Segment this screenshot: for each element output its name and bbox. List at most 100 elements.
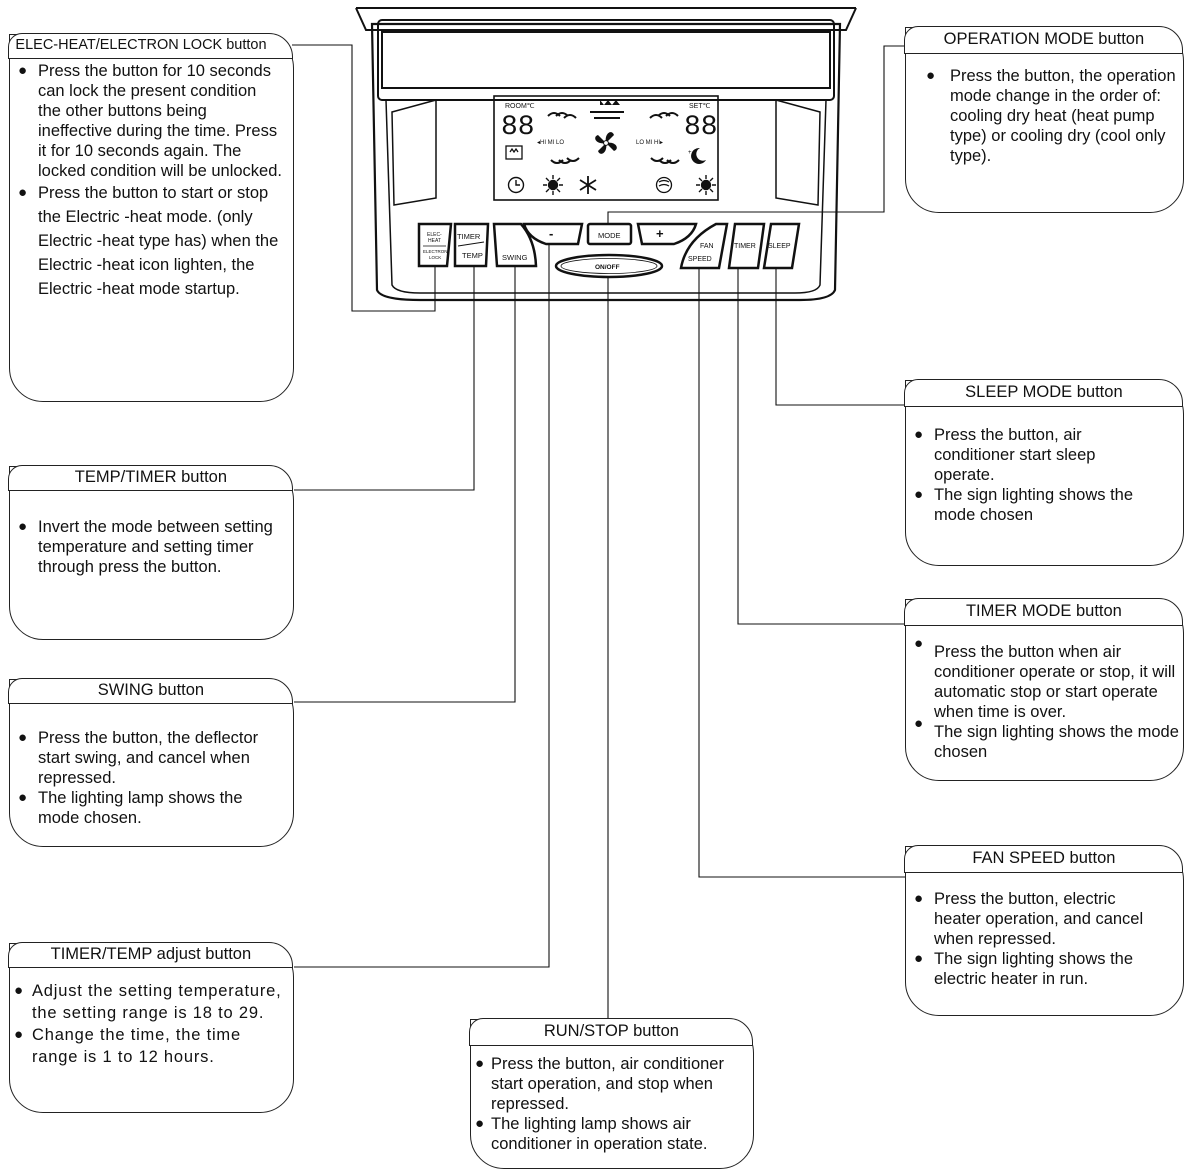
bullet-icon: ● [18,789,28,806]
fan-icon [595,132,617,154]
callout-adjust: TIMER/TEMP adjust button ● Adjust the se… [8,942,294,1113]
swing-button-label: SWING [502,253,528,262]
sleep-moon-icon: + [688,147,706,164]
list-item: ● The lighting lamp shows air conditione… [471,1114,747,1154]
bullet-icon: ● [914,426,924,443]
auto-sun-icon [696,175,716,195]
panel-housing [355,7,857,302]
svg-text:+: + [688,150,692,156]
callout-elec-heat-title: ELEC-HEAT/ELECTRON LOCK button [8,33,294,60]
callout-swing: SWING button ● Press the button, the def… [8,678,294,847]
list-item: ● Change the time, the time range is 1 t… [10,1024,283,1068]
bullet-icon: ● [914,486,924,503]
fan-speed-button[interactable]: FAN SPEED [679,222,729,270]
list-item: ● Press the button, the operation mode c… [906,66,1181,166]
callout-run-stop: RUN/STOP button ● Press the button, air … [469,1018,754,1169]
lcd-speed-left: ◂HI MI LO [537,140,564,146]
item-text: The lighting lamp shows air conditioner … [491,1115,708,1153]
on-off-button-label: ON/OFF [595,264,620,271]
callout-timer-mode-title: TIMER MODE button [904,598,1184,627]
minus-button[interactable]: - [522,222,584,246]
snowflake-top-icon [600,100,620,105]
elec-heat-lock-button[interactable]: ELEC- HEAT ELECTRON LOCK [417,222,453,268]
callout-temp-timer-title: TEMP/TIMER button [8,465,294,492]
list-item: ● Press the button when air conditioner … [906,635,1181,722]
item-text: Change the time, the time range is 1 to … [32,1026,241,1066]
mode-button[interactable]: MODE [586,222,633,246]
item-text: The lighting lamp shows the mode chosen. [38,789,243,827]
bullet-icon: ● [914,635,924,652]
item-text: Press the button, air conditioner start … [491,1055,724,1113]
lcd-room-label: ROOM℃ [505,103,535,110]
minus-button-label: - [549,226,553,241]
item-text: Adjust the setting temperature, the sett… [32,982,282,1022]
item-text: Press the button, the operation mode cha… [950,67,1176,165]
list-item: ● Press the button for 10 seconds can lo… [10,61,283,181]
timer-button-label: TIMER [734,243,756,250]
bullet-icon: ● [18,518,28,535]
callout-adjust-title: TIMER/TEMP adjust button [8,942,294,969]
heat-sun-icon [543,175,563,195]
item-text: Press the button, air conditioner start … [934,426,1096,484]
callout-run-stop-title: RUN/STOP button [469,1018,754,1047]
item-text: Press the button for 10 seconds can lock… [38,62,282,180]
elec-heat-line2: HEAT [428,238,441,244]
mode-button-label: MODE [598,231,621,240]
elec-heat-line1: ELEC- [427,232,442,238]
swing-arcs-icon [547,111,680,164]
plus-button[interactable]: + [636,222,698,246]
callout-fan-speed: FAN SPEED button ● Press the button, ele… [904,845,1184,1016]
item-text: The sign lighting shows the electric hea… [934,950,1134,988]
bullet-icon: ● [914,715,924,732]
lcd-display: ROOM℃ 88 SET℃ 88 ◂HI MI LO LO MI HI▸ [501,100,718,195]
swing-button[interactable]: SWING [492,222,538,268]
bullet-icon: ● [914,950,924,967]
lcd-set-label: SET℃ [689,103,711,110]
bullet-icon: ● [18,62,28,79]
timer-temp-bottom: TEMP [462,251,483,260]
bullet-icon: ● [475,1115,485,1132]
item-text: Press the button, the deflector start sw… [38,729,259,787]
lcd-speed-right: LO MI HI▸ [636,140,663,146]
item-text: Invert the mode between setting temperat… [38,518,273,576]
list-item: ● Press the button, the deflector start … [10,728,269,788]
list-item: ● Invert the mode between setting temper… [10,517,279,577]
timer-button[interactable]: TIMER [727,222,766,270]
bullet-icon: ● [475,1055,485,1072]
item-text: Press the button when air conditioner op… [934,643,1176,721]
bullet-icon: ● [914,890,924,907]
lcd-room-value: 88 [501,112,535,143]
callout-operation-mode: OPERATION MODE button ● Press the button… [904,26,1184,213]
list-item: ● Press the button, air conditioner star… [906,425,1153,485]
list-item: ● The lighting lamp shows the mode chose… [10,788,269,828]
speed-button-label: SPEED [688,256,712,263]
elec-heat-line3: ELECTRON [423,249,448,254]
timer-temp-button[interactable]: TIMER TEMP [453,222,490,268]
bullet-icon: ● [926,67,936,84]
on-off-button[interactable]: ON/OFF [554,253,664,279]
plus-button-label: + [656,226,664,241]
electric-heat-icon [505,145,523,160]
list-item: ● Press the button, electric heater oper… [906,889,1163,949]
lcd-set-value: 88 [684,112,718,143]
callout-sleep-mode-title: SLEEP MODE button [904,379,1184,408]
callout-operation-mode-title: OPERATION MODE button [904,26,1184,55]
list-item: ● The sign lighting shows the mode chose… [906,715,1181,762]
list-item: ● Press the button to start or stop the … [10,181,283,301]
sleep-button[interactable]: SLEEP [762,222,801,270]
bullet-icon: ● [14,982,24,999]
cool-snowflake-icon [579,176,597,194]
callout-sleep-mode: SLEEP MODE button ● Press the button, ai… [904,379,1184,566]
fan-button-label: FAN [700,243,714,250]
dry-icon [655,176,673,194]
callout-elec-heat: ELEC-HEAT/ELECTRON LOCK button ● Press t… [8,33,294,402]
list-item: ● The sign lighting shows the electric h… [906,949,1163,989]
item-text: Press the button, electric heater operat… [934,890,1144,948]
sleep-button-label: SLEEP [768,243,791,250]
callout-timer-mode: TIMER MODE button ● Press the button whe… [904,598,1184,781]
timer-temp-top: TIMER [457,232,481,241]
item-text: The sign lighting shows the mode chosen [934,486,1134,524]
leader-lines [292,44,905,1052]
callout-swing-title: SWING button [8,678,294,705]
